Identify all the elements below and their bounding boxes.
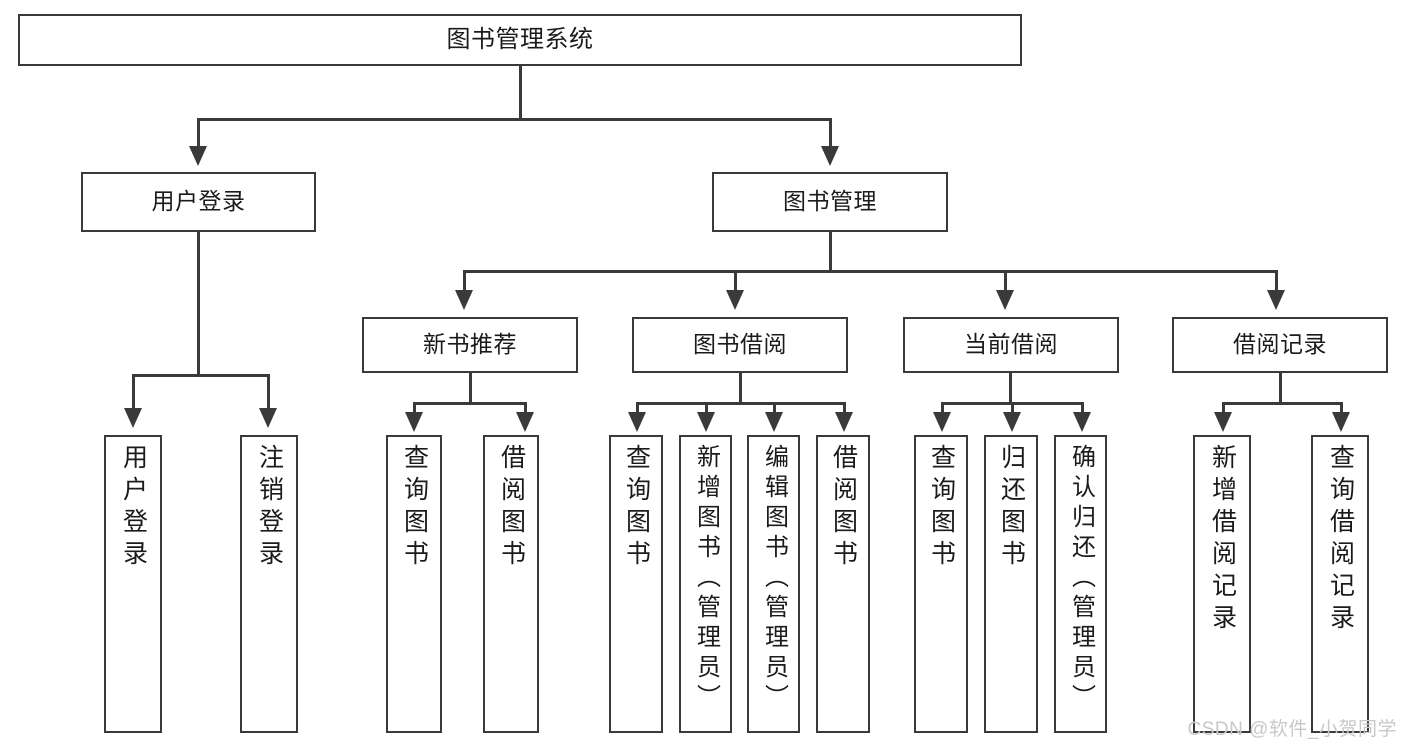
connector-borrow-record-leaf-1 (1222, 402, 1225, 414)
arrowhead-book-management (821, 146, 839, 166)
connector-book-borrow-leaf-1 (636, 402, 639, 414)
leaf-confirm-return[interactable]: 确认归还（管理员） (1054, 435, 1107, 733)
node-user-login[interactable]: 用户登录 (81, 172, 316, 232)
leaf-user-login[interactable]: 用户登录 (104, 435, 162, 733)
arrowhead-leaf-logout (259, 408, 277, 428)
connector-to-book-management (829, 118, 832, 148)
arrowhead-leaf-return-book (1003, 412, 1021, 432)
leaf-query-book-3[interactable]: 查询图书 (914, 435, 968, 733)
node-label: 查询借阅记录 (1326, 444, 1355, 636)
node-label: 当前借阅 (964, 331, 1058, 358)
connector-new-book-leaf-2 (524, 402, 527, 414)
node-label: 新增图书（管理员） (692, 444, 720, 714)
node-label: 编辑图书（管理员） (760, 444, 788, 714)
connector-user-login-stem (197, 232, 200, 376)
connector-new-book-leaf-1 (413, 402, 416, 414)
arrowhead-leaf-query-book-2 (628, 412, 646, 432)
node-label: 注销登录 (255, 444, 284, 572)
arrowhead-leaf-borrow-book-2 (835, 412, 853, 432)
connector-book-borrow-leaf-4 (843, 402, 846, 414)
connector-current-borrow-leaf-2 (1011, 402, 1014, 414)
connector-to-borrow-record (1275, 270, 1278, 292)
connector-borrow-record-leaf-2 (1340, 402, 1343, 414)
node-label: 借阅记录 (1233, 331, 1327, 358)
leaf-return-book[interactable]: 归还图书 (984, 435, 1038, 733)
connector-to-book-borrow (734, 270, 737, 292)
node-label: 借阅图书 (829, 444, 858, 572)
arrowhead-leaf-borrow-book-1 (516, 412, 534, 432)
connector-to-user-login (197, 118, 200, 148)
connector-current-borrow-leaf-3 (1081, 402, 1084, 414)
connector-current-borrow-leaf-1 (941, 402, 944, 414)
arrowhead-leaf-query-book-3 (933, 412, 951, 432)
node-root-book-management-system[interactable]: 图书管理系统 (18, 14, 1022, 66)
node-new-book-recommend[interactable]: 新书推荐 (362, 317, 578, 373)
arrowhead-leaf-add-record (1214, 412, 1232, 432)
leaf-add-record[interactable]: 新增借阅记录 (1193, 435, 1251, 733)
arrowhead-leaf-query-book-1 (405, 412, 423, 432)
node-label: 查询图书 (622, 444, 651, 572)
connector-book-management-stem (829, 232, 832, 272)
arrowhead-borrow-record (1267, 290, 1285, 310)
leaf-borrow-book-1[interactable]: 借阅图书 (483, 435, 539, 733)
node-borrow-record[interactable]: 借阅记录 (1172, 317, 1388, 373)
arrowhead-leaf-query-record (1332, 412, 1350, 432)
node-label: 确认归还（管理员） (1067, 444, 1095, 714)
connector-borrow-record-stem (1279, 373, 1282, 404)
connector-root-bus (198, 118, 831, 121)
arrowhead-leaf-add-book (697, 412, 715, 432)
connector-user-login-bus (132, 374, 269, 377)
leaf-edit-book[interactable]: 编辑图书（管理员） (747, 435, 800, 733)
connector-user-login-leaf-1 (132, 374, 135, 410)
node-book-borrow[interactable]: 图书借阅 (632, 317, 848, 373)
arrowhead-leaf-confirm-return (1073, 412, 1091, 432)
leaf-query-record[interactable]: 查询借阅记录 (1311, 435, 1369, 733)
connector-book-management-bus (463, 270, 1277, 273)
connector-root-stem (519, 66, 522, 119)
node-label: 归还图书 (997, 444, 1026, 572)
node-current-borrow[interactable]: 当前借阅 (903, 317, 1119, 373)
node-book-management[interactable]: 图书管理 (712, 172, 948, 232)
node-label: 借阅图书 (497, 444, 526, 572)
connector-borrow-record-bus (1222, 402, 1342, 405)
node-label: 用户登录 (119, 444, 148, 572)
leaf-query-book-2[interactable]: 查询图书 (609, 435, 663, 733)
node-label: 查询图书 (927, 444, 956, 572)
arrowhead-user-login (189, 146, 207, 166)
node-label: 查询图书 (400, 444, 429, 572)
connector-book-borrow-leaf-2 (705, 402, 708, 414)
arrowhead-leaf-edit-book (765, 412, 783, 432)
node-label: 新书推荐 (423, 331, 517, 358)
arrowhead-book-borrow (726, 290, 744, 310)
connector-to-new-book-recommend (463, 270, 466, 292)
node-label: 用户登录 (151, 188, 246, 215)
leaf-logout[interactable]: 注销登录 (240, 435, 298, 733)
connector-book-borrow-bus (636, 402, 845, 405)
connector-current-borrow-stem (1009, 373, 1012, 404)
connector-user-login-leaf-2 (267, 374, 270, 410)
connector-new-book-bus (413, 402, 527, 405)
leaf-query-book-1[interactable]: 查询图书 (386, 435, 442, 733)
connector-to-current-borrow (1004, 270, 1007, 292)
arrowhead-leaf-user-login (124, 408, 142, 428)
node-label: 图书借阅 (693, 331, 787, 358)
leaf-borrow-book-2[interactable]: 借阅图书 (816, 435, 870, 733)
node-label: 新增借阅记录 (1208, 444, 1237, 636)
node-label: 图书管理 (783, 188, 877, 215)
node-label: 图书管理系统 (446, 25, 594, 53)
connector-new-book-stem (469, 373, 472, 404)
arrowhead-new-book-recommend (455, 290, 473, 310)
connector-book-borrow-leaf-3 (773, 402, 776, 414)
leaf-add-book[interactable]: 新增图书（管理员） (679, 435, 732, 733)
arrowhead-current-borrow (996, 290, 1014, 310)
connector-book-borrow-stem (739, 373, 742, 404)
